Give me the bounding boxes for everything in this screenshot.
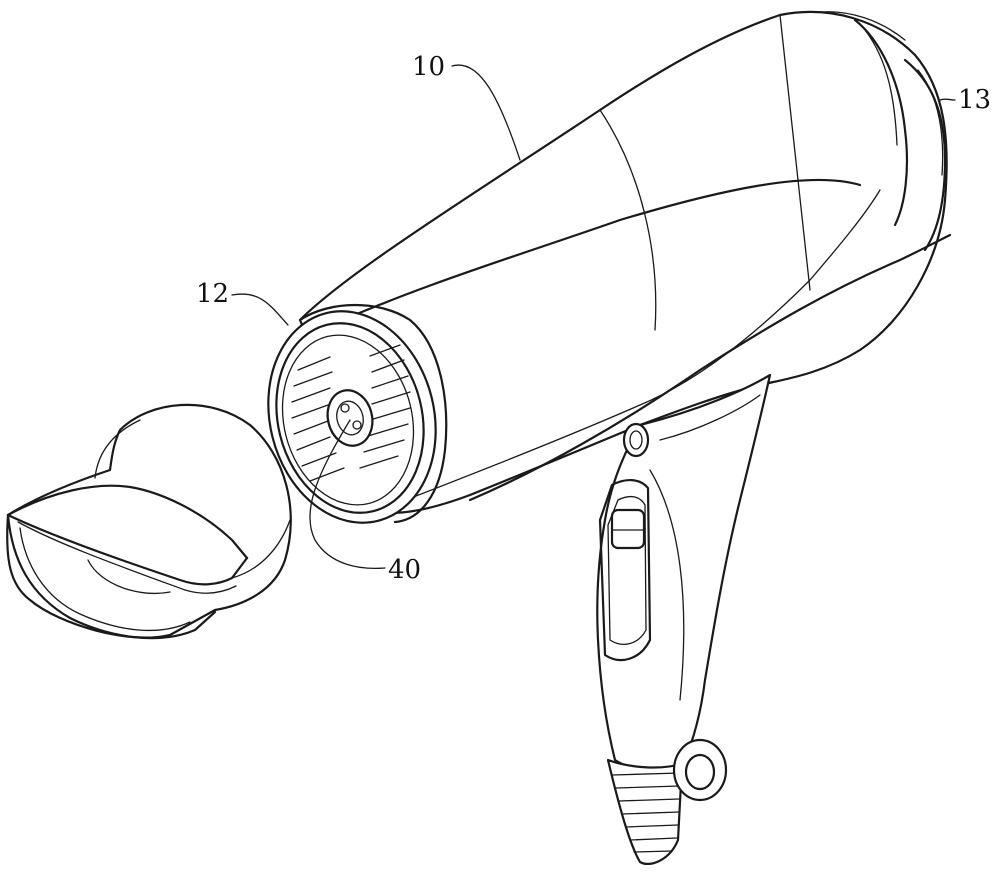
hanging-loop [672, 738, 728, 802]
label-40-grille-center: 40 [388, 555, 421, 585]
concentrator-nozzle [6, 403, 292, 640]
leader-lines [231, 64, 956, 570]
label-12-front-end: 12 [196, 279, 229, 309]
dryer-handle [596, 373, 772, 772]
air-grille [291, 344, 411, 482]
label-10-body: 10 [412, 52, 445, 82]
front-outlet [267, 310, 437, 524]
label-13-rear-end: 13 [958, 85, 991, 115]
dryer-body [298, 10, 952, 524]
cord-strain-relief [606, 758, 684, 866]
grille-center-hub [326, 389, 374, 447]
